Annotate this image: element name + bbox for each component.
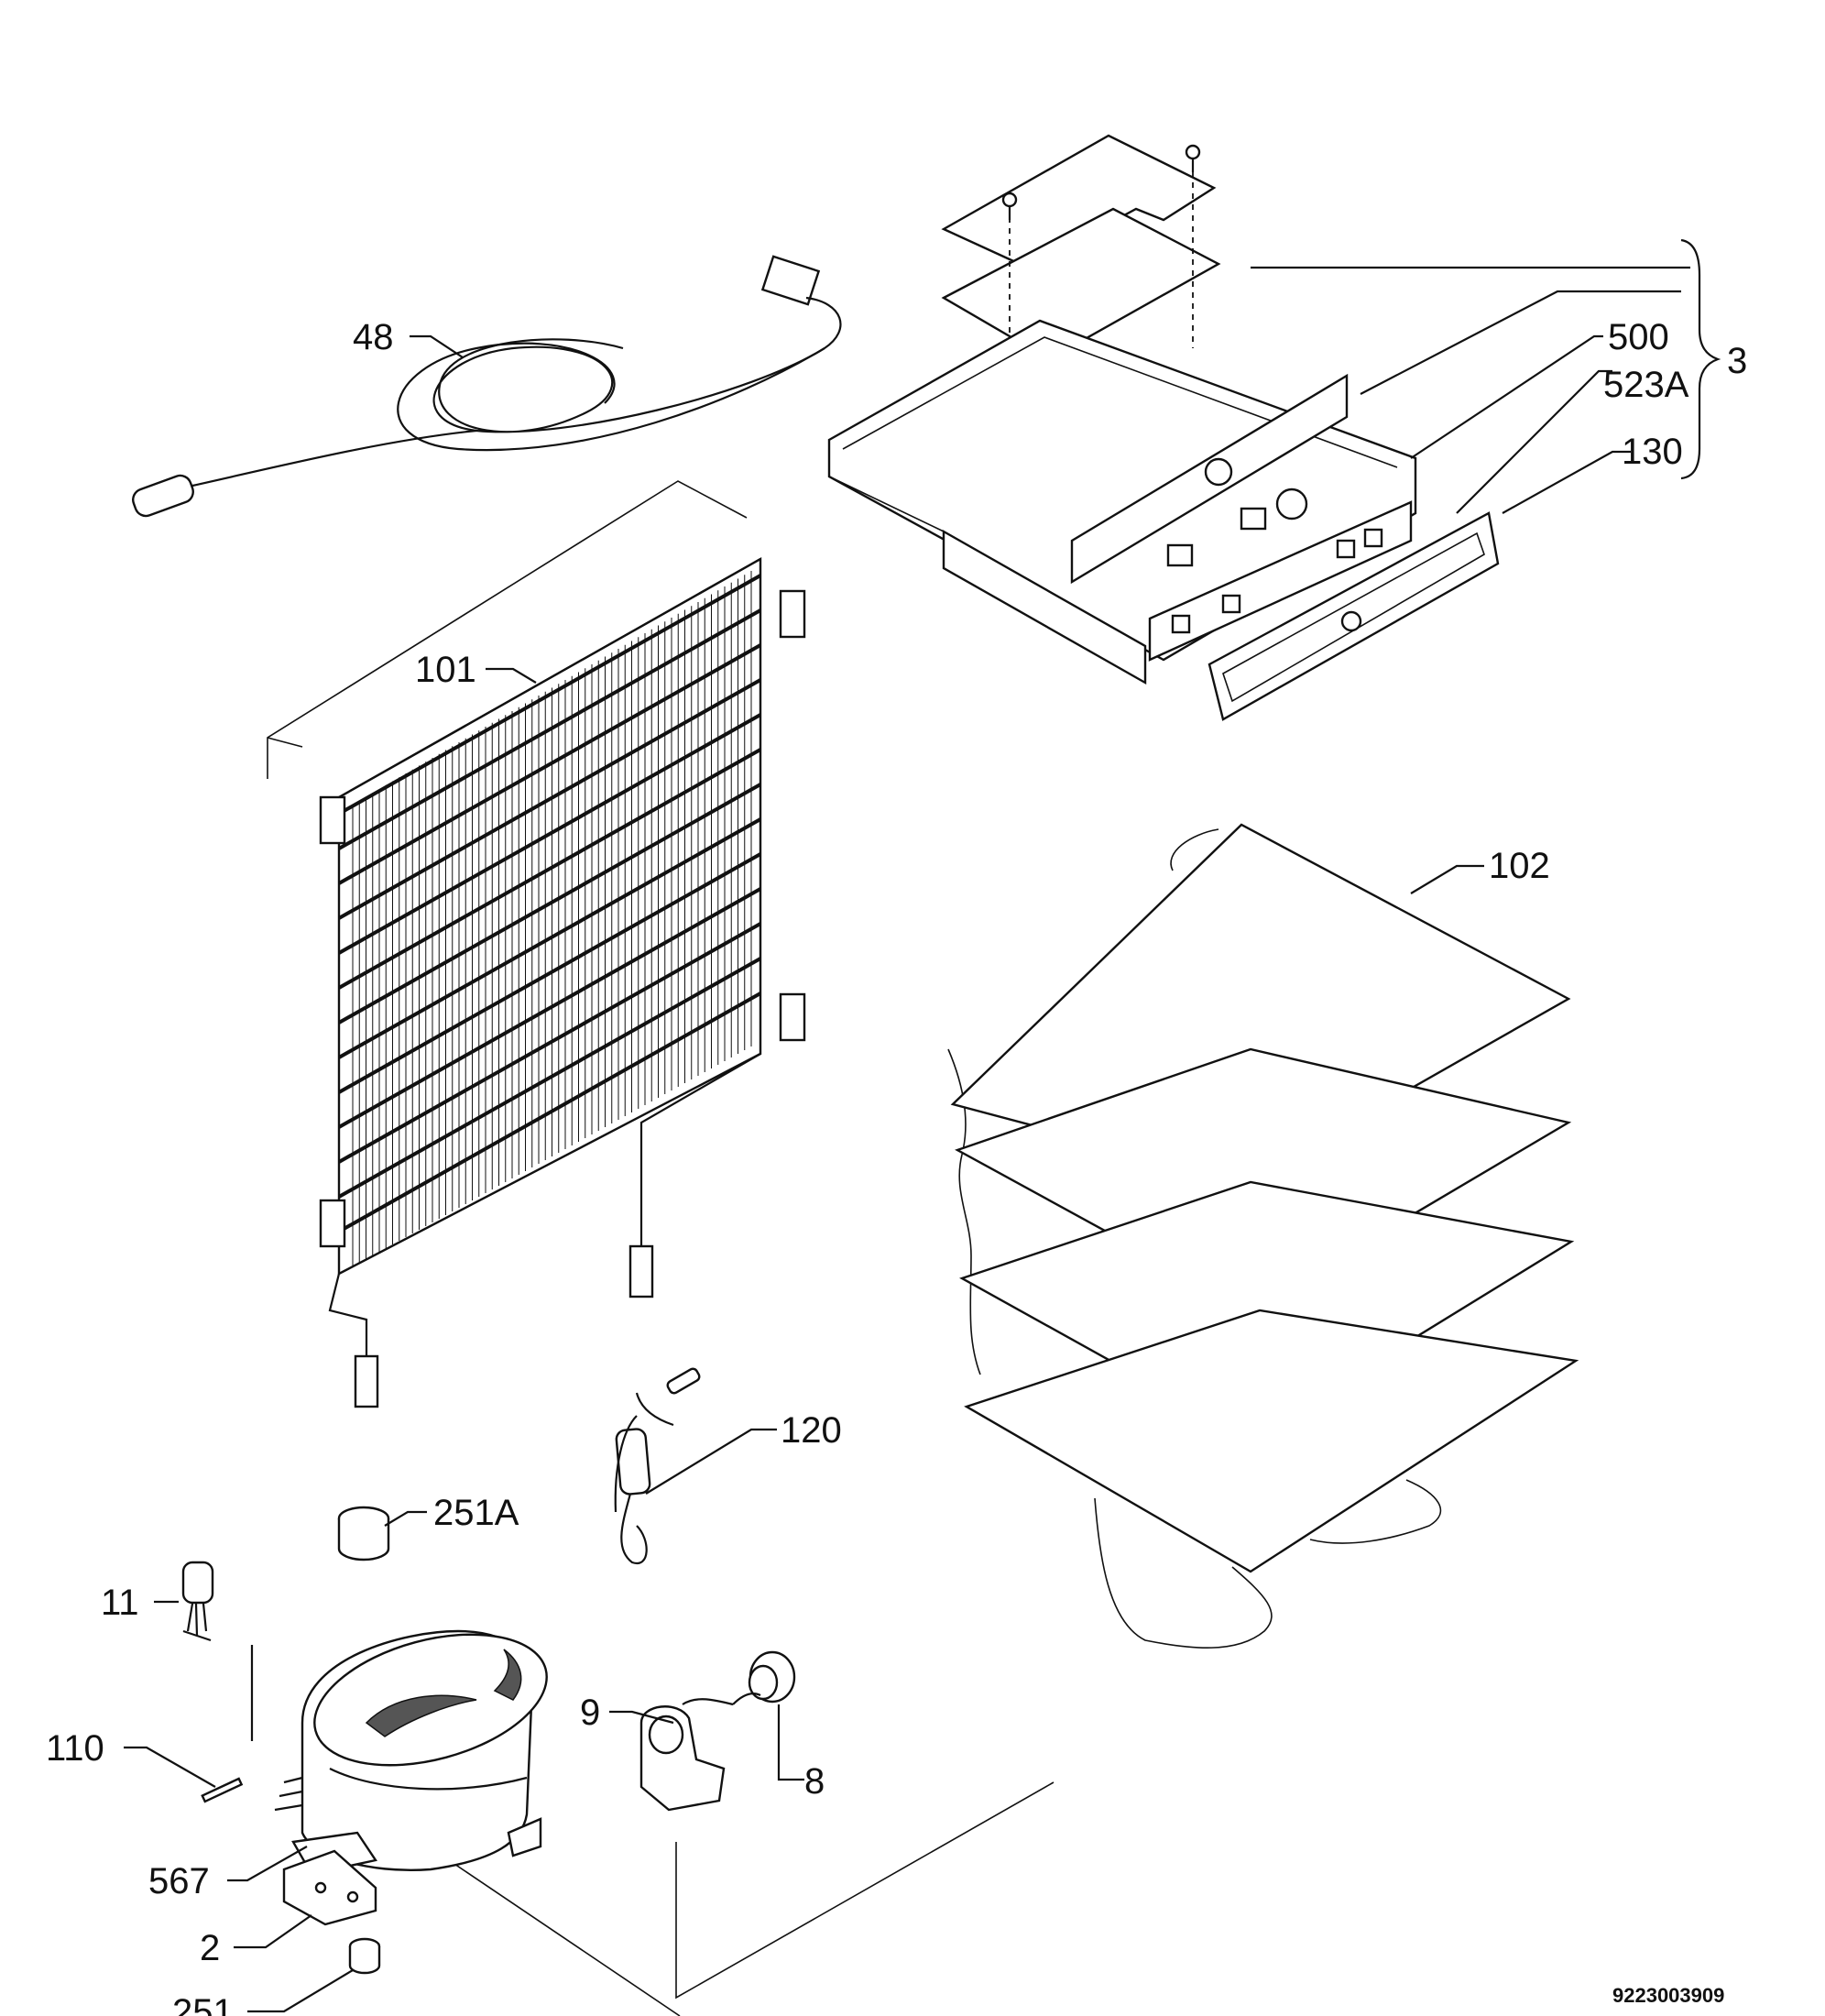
document-code: 9223003909 (1612, 1984, 1724, 2007)
pin-part-110 (201, 1777, 244, 1803)
relay-part-11 (181, 1561, 214, 1642)
label-part-11: 11 (101, 1583, 139, 1623)
label-part-251: 251 (172, 1992, 234, 2016)
compressor-part-2 (250, 1629, 1055, 2016)
shelves-part-102 (947, 823, 1579, 1649)
power-cable-part-48 (132, 255, 842, 518)
label-part-251A: 251A (433, 1493, 519, 1533)
label-part-120: 120 (781, 1410, 842, 1451)
label-part-110: 110 (46, 1728, 104, 1769)
label-part-102: 102 (1489, 846, 1550, 886)
label-part-9: 9 (580, 1693, 600, 1733)
leader-lines (124, 266, 1690, 2013)
label-part-48: 48 (353, 317, 394, 357)
group-bracket (1680, 238, 1721, 480)
label-part-2: 2 (200, 1928, 220, 1968)
label-part-101: 101 (415, 650, 476, 690)
label-part-3: 3 (1727, 341, 1747, 381)
label-part-523A: 523A (1603, 365, 1689, 405)
label-part-567: 567 (148, 1861, 210, 1901)
label-part-8: 8 (804, 1761, 825, 1802)
label-part-500: 500 (1608, 317, 1669, 357)
grommet-part-251A (337, 1506, 390, 1561)
condenser-coil-part-101 (267, 480, 806, 1408)
overload-part-9 (639, 1698, 734, 1812)
label-part-130: 130 (1622, 432, 1683, 472)
grommet-part-251 (348, 1937, 381, 1975)
starter-part-8 (732, 1650, 796, 1705)
sensor-part-120 (614, 1367, 701, 1565)
control-box-assembly-part-3 (827, 134, 1500, 721)
